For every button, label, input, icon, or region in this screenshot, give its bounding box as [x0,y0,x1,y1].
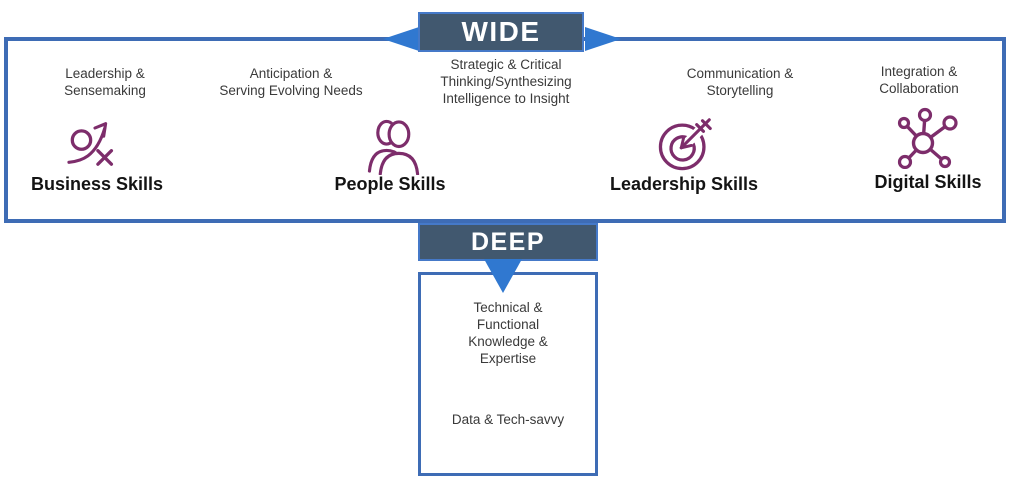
description-line: Strategic & Critical [450,57,562,72]
deep-text-line: Expertise [479,351,537,366]
strategy-icon [67,116,123,168]
description-line: Sensemaking [64,83,146,98]
data-tech-savvy-text: Data & Tech-savvy [451,412,565,427]
description-line: Intelligence to Insight [442,91,570,106]
description-line: Anticipation & [249,66,333,81]
network-icon [896,107,960,169]
description-line: Communication & [686,66,794,81]
arrow-right-icon [585,27,621,51]
technical-knowledge-text: Technical & Functional Knowledge & Exper… [420,299,596,367]
description-line: Integration & [880,64,958,79]
description-line: Leadership & [65,66,145,81]
digital-skills-description: Integration & Collaboration [829,63,1009,97]
wide-label: WIDE [461,16,541,47]
deep-text-line: Knowledge & [468,334,548,349]
leadership-skills-description: Communication & Storytelling [650,65,830,99]
strategic-thinking-description: Strategic & Critical Thinking/Synthesizi… [416,56,596,107]
wide-axis-badge: WIDE [418,12,584,52]
leadership-skills-label: Leadership Skills [609,174,759,194]
deep-axis-badge: DEEP [418,223,598,261]
deep-text-line: Functional [476,317,540,332]
deep-label: DEEP [470,228,546,256]
people-skills-label: People Skills [334,174,446,194]
arrow-down-icon [484,259,522,293]
deep-text-line: Technical & [473,300,543,315]
description-line: Serving Evolving Needs [219,83,363,98]
business-skills-description: Leadership & Sensemaking [15,65,195,99]
description-line: Storytelling [706,83,774,98]
people-skills-description: Anticipation & Serving Evolving Needs [201,65,381,99]
digital-skills-label: Digital Skills [874,172,982,192]
target-icon [657,114,719,172]
business-skills-label: Business Skills [30,174,164,194]
description-line: Collaboration [879,81,959,96]
description-line: Thinking/Synthesizing [440,74,572,89]
arrow-left-icon [383,27,419,51]
people-icon [367,118,423,175]
